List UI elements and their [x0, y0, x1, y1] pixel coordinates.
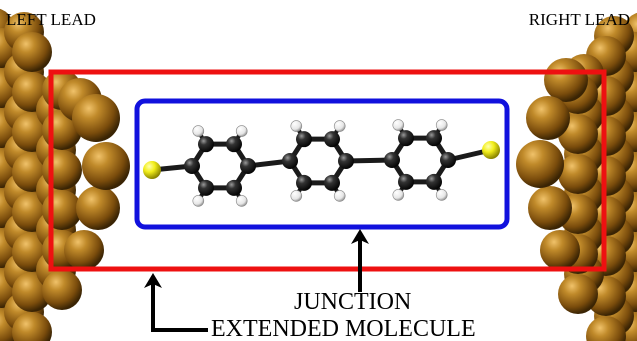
carbon-atom — [384, 152, 400, 168]
carbon-atom — [296, 131, 312, 148]
sulfur-atom-right — [482, 141, 500, 159]
gold-atom — [558, 154, 598, 194]
extended-molecule-box — [48, 69, 607, 272]
hydrogen-atom — [192, 195, 205, 207]
hydrogen-atom — [290, 190, 303, 202]
carbon-atom — [296, 174, 312, 191]
gold-atom — [12, 312, 52, 341]
sulfur-atom-left — [143, 161, 161, 179]
hydrogen-atom — [435, 119, 448, 131]
carbon-atom — [198, 179, 214, 196]
hydrogen-atom — [333, 120, 346, 132]
hydrogen-atom — [392, 119, 405, 131]
carbon-atom — [338, 153, 354, 169]
gold-atom — [540, 230, 580, 270]
carbon-atom — [324, 174, 340, 191]
junction-box — [134, 98, 510, 230]
hydrogen-atom — [235, 195, 248, 207]
carbon-atom — [426, 130, 442, 147]
extended-molecule-pointer-arrow — [144, 273, 208, 332]
extended-molecule-label: EXTENDED MOLECULE — [211, 316, 476, 341]
gold-atom — [528, 186, 572, 230]
hydrogen-atom — [333, 190, 346, 202]
gold-atom — [64, 230, 104, 270]
hydrogen-atom — [192, 125, 205, 137]
carbon-atom — [426, 173, 442, 190]
right-lead-label: RIGHT LEAD — [529, 10, 630, 29]
junction-pointer-arrow — [351, 229, 369, 292]
gold-atom — [42, 270, 82, 310]
gold-atom — [42, 150, 82, 190]
carbon-atom — [226, 136, 242, 153]
gold-atom — [558, 274, 598, 314]
hydrogen-atom — [392, 189, 405, 201]
carbon-atom — [226, 179, 242, 196]
right-lead-gold-cluster — [516, 12, 637, 341]
hydrogen-atom — [435, 189, 448, 201]
carbon-atom — [324, 131, 340, 148]
hydrogen-atom — [235, 125, 248, 137]
carbon-atom — [440, 152, 456, 168]
carbon-atom — [198, 136, 214, 153]
carbon-atom — [398, 130, 414, 147]
carbon-atom — [398, 173, 414, 190]
gold-atom — [76, 186, 120, 230]
hydrogen-atom — [290, 120, 303, 132]
gold-atom — [544, 58, 588, 102]
gold-atom — [72, 94, 120, 142]
gold-atom — [586, 316, 626, 341]
left-lead-label: LEFT LEAD — [6, 10, 96, 29]
junction-label: JUNCTION — [294, 289, 411, 315]
left-lead-gold-cluster — [0, 8, 130, 341]
gold-atom — [42, 190, 82, 230]
carbon-atom — [240, 158, 256, 174]
gold-atom — [526, 96, 570, 140]
gold-atom — [82, 142, 130, 190]
gold-atom — [516, 140, 564, 188]
carbon-atom — [184, 158, 200, 174]
molecule — [143, 119, 500, 207]
carbon-atom — [282, 153, 298, 169]
gold-atom — [12, 32, 52, 72]
